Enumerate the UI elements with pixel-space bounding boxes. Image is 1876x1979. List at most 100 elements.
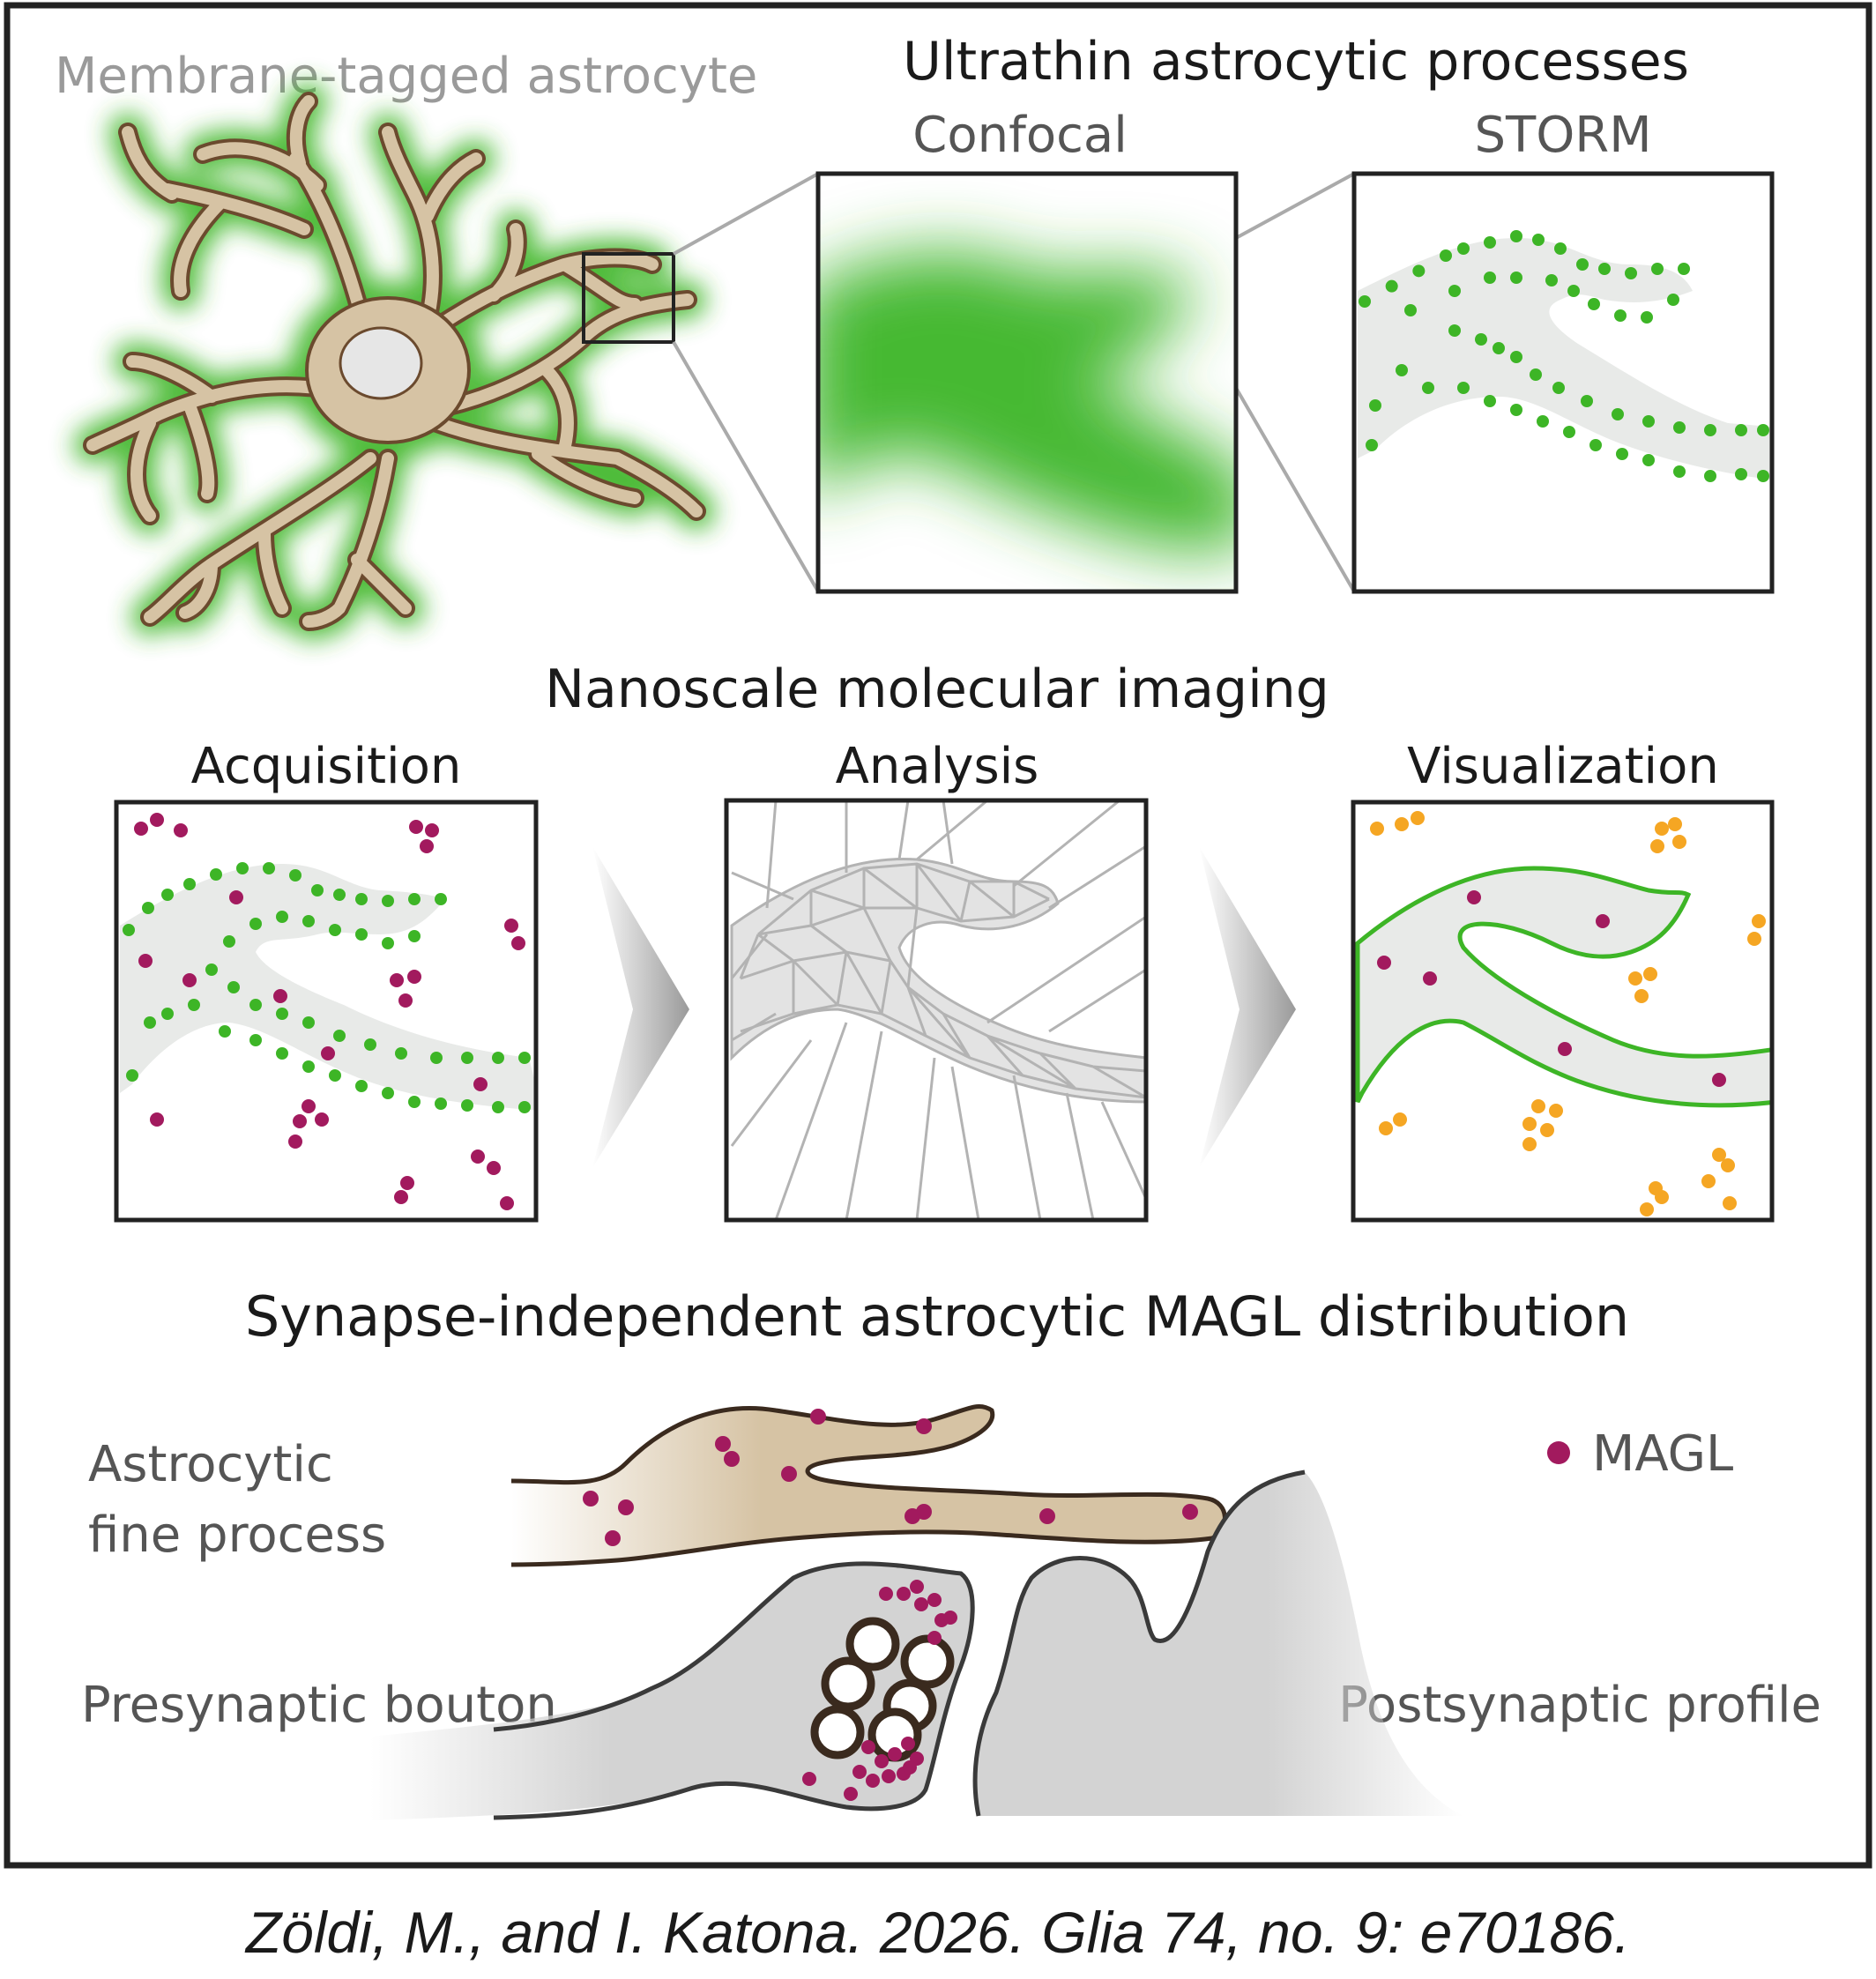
storm-localization-dot xyxy=(1448,285,1461,297)
magl-dot xyxy=(315,1112,329,1127)
magl-dot xyxy=(321,1046,335,1060)
storm-localization-dot xyxy=(1404,304,1417,316)
storm-localization-dot xyxy=(1588,298,1600,310)
magl-legend-dot xyxy=(1547,1441,1570,1464)
storm-localization-dot xyxy=(1735,424,1747,436)
magl-dot xyxy=(618,1499,634,1515)
middle-title: Nanoscale molecular imaging xyxy=(545,658,1329,720)
astrocyte-nucleus xyxy=(339,326,423,400)
postsynaptic-profile xyxy=(972,1469,1463,1817)
acquisition-dot xyxy=(395,1047,407,1060)
storm-localization-dot xyxy=(1757,424,1769,436)
magl-dot xyxy=(425,823,439,837)
storm-localization-dot xyxy=(1735,468,1747,480)
astrocytic-process-label-line1: Astrocytic xyxy=(88,1436,333,1493)
storm-localization-dot xyxy=(1651,263,1664,275)
synaptic-vesicle xyxy=(821,1656,875,1711)
acquisition-dot xyxy=(430,1052,443,1064)
magl-dot xyxy=(861,1740,875,1754)
storm-localization-dot xyxy=(1396,364,1408,376)
postsynaptic-label: Postsynaptic profile xyxy=(1338,1677,1821,1734)
magl-dot xyxy=(390,973,404,987)
storm-localization-dot xyxy=(1589,439,1602,451)
acquisition-dot xyxy=(518,1052,531,1064)
magl-dot xyxy=(724,1451,740,1467)
storm-localization-dot xyxy=(1510,404,1522,416)
acquisition-dot xyxy=(144,1016,156,1029)
confocal-label: Confocal xyxy=(912,107,1128,164)
synaptic-vesicle xyxy=(810,1705,865,1760)
zoom-box xyxy=(582,252,675,344)
astrocytic-fine-process xyxy=(510,1403,1227,1567)
storm-localization-dot xyxy=(1552,382,1565,394)
storm-localization-dot xyxy=(1484,395,1496,407)
magl-dot xyxy=(293,1114,307,1128)
acquisition-dot xyxy=(461,1099,473,1112)
acquisition-dot xyxy=(382,937,394,949)
acquisition-dot xyxy=(329,1069,341,1082)
orange-dot xyxy=(1752,914,1766,928)
magl-dot xyxy=(781,1466,797,1482)
acquisition-dot xyxy=(210,868,222,881)
storm-localization-dot xyxy=(1598,263,1611,275)
acquisition-dot xyxy=(355,928,368,941)
magl-dot xyxy=(288,1135,302,1149)
acquisition-dot xyxy=(435,893,447,905)
storm-localization-dot xyxy=(1366,439,1378,451)
acquisition-dot xyxy=(302,915,315,927)
storm-localization-dot xyxy=(1667,294,1679,306)
visualization-label: Visualization xyxy=(1407,738,1719,795)
magl-dot xyxy=(229,890,243,904)
orange-dot xyxy=(1650,839,1664,853)
orange-dot xyxy=(1549,1104,1563,1118)
acquisition-dot xyxy=(461,1052,473,1064)
acquisition-dot xyxy=(289,869,302,882)
magl-dot xyxy=(420,839,434,853)
acquisition-dot xyxy=(492,1101,504,1113)
orange-dot xyxy=(1411,811,1425,825)
magl-dot xyxy=(914,1597,928,1611)
magl-dot xyxy=(903,1760,917,1774)
presynaptic-bouton xyxy=(370,1561,975,1820)
bottom-title: Synapse-independent astrocytic MAGL dist… xyxy=(245,1284,1629,1349)
acquisition-dot xyxy=(382,1087,394,1099)
orange-dot xyxy=(1649,1181,1663,1195)
magl-dot xyxy=(398,993,413,1008)
storm-localization-dot xyxy=(1704,470,1716,482)
storm-localization-dot xyxy=(1614,309,1627,322)
orange-dot xyxy=(1540,1123,1554,1137)
magl-dot xyxy=(1467,890,1481,904)
magl-dot xyxy=(150,813,164,827)
storm-panel xyxy=(1351,171,1775,594)
storm-localization-dot xyxy=(1412,264,1426,278)
visualization-panel xyxy=(1351,800,1775,1223)
magl-dot xyxy=(943,1611,957,1625)
orange-dot xyxy=(1723,1196,1737,1210)
acquisition-dot xyxy=(355,1080,368,1092)
magl-dot xyxy=(866,1774,880,1788)
orange-dot xyxy=(1522,1137,1537,1151)
magl-dot xyxy=(138,954,153,968)
acquisition-dot xyxy=(276,911,288,923)
acquisition-dot xyxy=(205,963,218,976)
storm-localization-dot xyxy=(1567,285,1580,297)
storm-label: STORM xyxy=(1474,107,1651,164)
acquisition-dot xyxy=(518,1101,531,1113)
magl-dot xyxy=(1423,971,1437,986)
storm-localization-dot xyxy=(1563,426,1575,438)
analysis-label: Analysis xyxy=(836,738,1039,795)
orange-dot xyxy=(1721,1158,1735,1172)
arrow-chevron-2 xyxy=(1199,846,1296,1168)
analysis-panel xyxy=(724,798,1149,1223)
magl-dot xyxy=(605,1530,621,1546)
orange-dot xyxy=(1643,967,1657,981)
magl-dot xyxy=(897,1587,911,1601)
acquisition-dot xyxy=(249,999,262,1011)
acquisition-dot xyxy=(161,889,174,901)
storm-localization-dot xyxy=(1642,454,1655,466)
acquisition-dot xyxy=(183,878,196,890)
magl-dot xyxy=(910,1580,924,1594)
acquisition-dot xyxy=(364,1038,376,1051)
orange-dot xyxy=(1393,1112,1407,1127)
